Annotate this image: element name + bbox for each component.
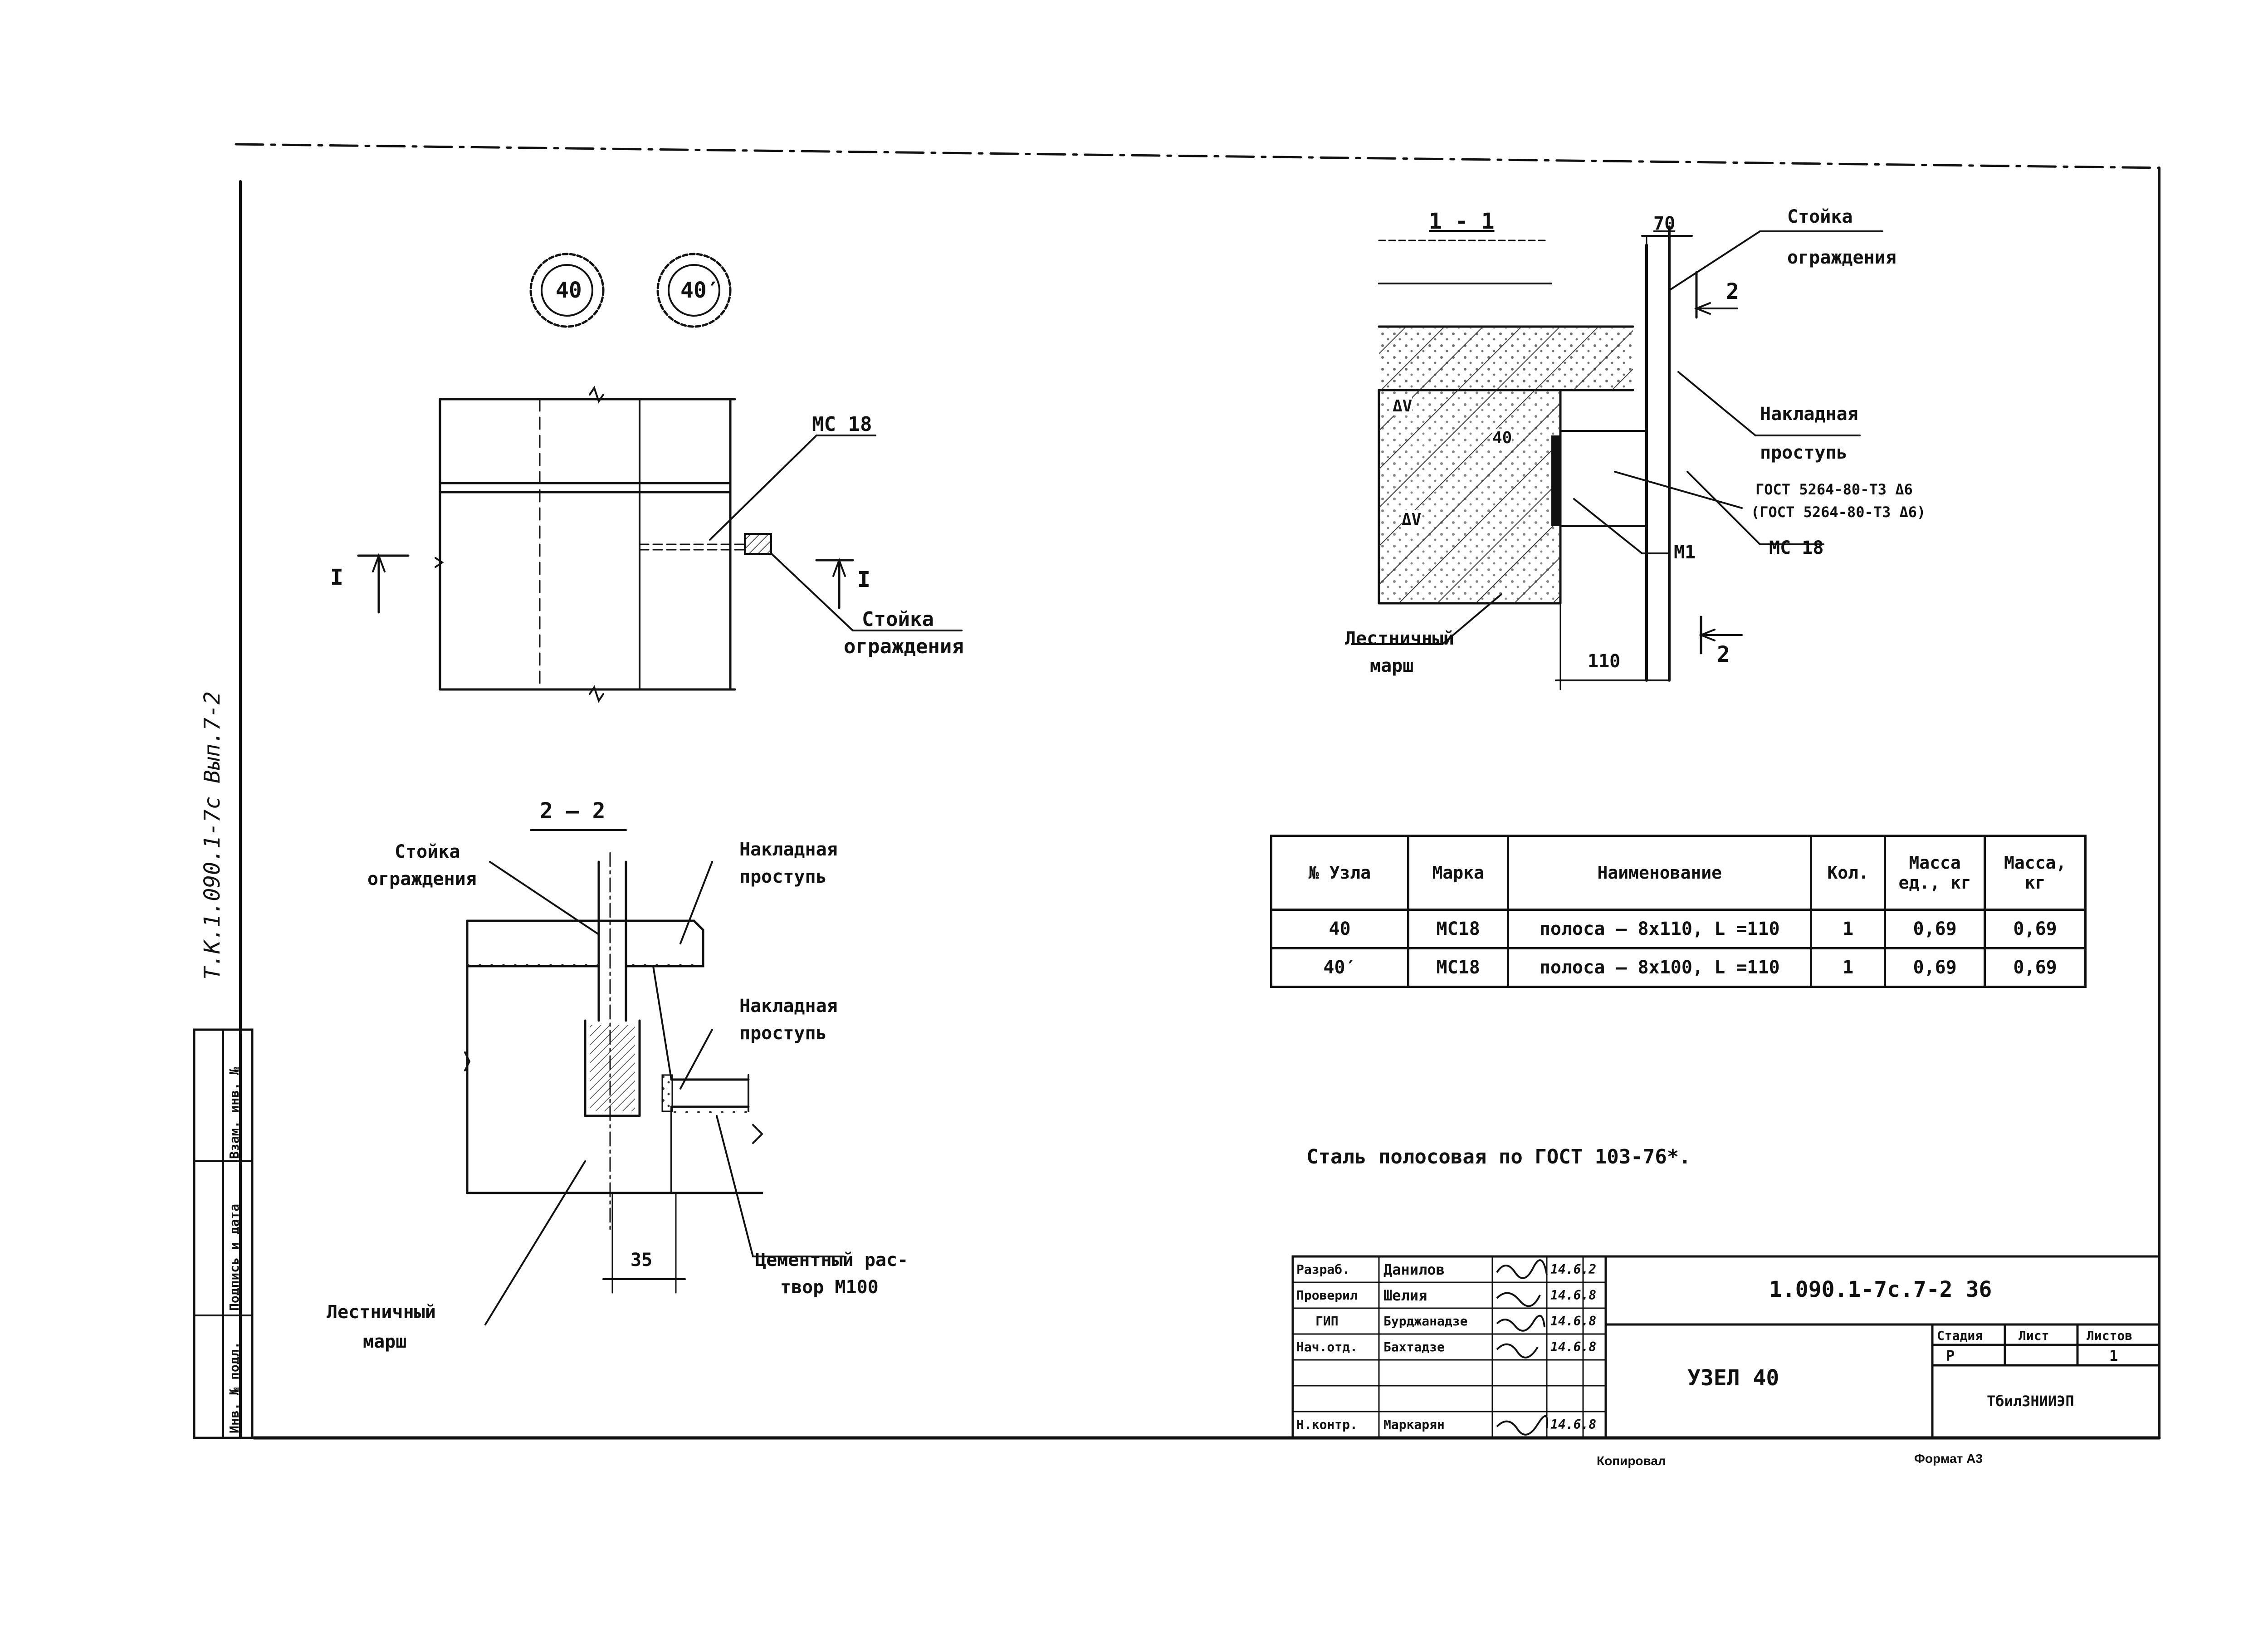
section-2-2-plate-top-1: Накладная (739, 839, 838, 860)
tb-format: Формат А3 (1914, 1452, 1983, 1466)
section-1-1-slab-mark-3: ΔV (1402, 510, 1422, 529)
signature-scribbles (1496, 1259, 1548, 1436)
table-row: 40 МС18 полоса – 8x110, L =110 1 0,69 0,… (1270, 909, 2087, 949)
spec-header-unit-mass: Масса ед., кг (1884, 835, 1986, 911)
node-mark-40: 40 (556, 278, 582, 303)
spec-cell: полоса – 8x100, L =110 (1507, 947, 1813, 988)
section-2-2-post-label-2: ограждения (367, 869, 477, 889)
tb-date: 14.6.8 (1550, 1288, 1597, 1303)
spec-cell: 40 (1270, 909, 1410, 949)
section-1-1-post-label-1: Стойка (1787, 206, 1853, 227)
section-2-2-mortar-2: твор М100 (780, 1277, 879, 1298)
tb-role: Проверил (1296, 1288, 1358, 1303)
section-1-1-dim-bottom: 110 (1588, 651, 1621, 672)
tb-name: Маркарян (1383, 1417, 1445, 1432)
tb-sheets-value: 1 (2109, 1347, 2118, 1364)
tb-copied-by: Копировал (1597, 1454, 1666, 1468)
section-2-2-mortar-1: Цементный рас- (755, 1250, 909, 1271)
tb-name: Бурджанадзе (1383, 1314, 1468, 1329)
tb-date: 14.6.8 (1550, 1417, 1597, 1432)
section-1-1-post-label-2: ограждения (1787, 247, 1897, 268)
spec-cell: МС18 (1407, 947, 1510, 988)
tb-role: Нач.отд. (1296, 1339, 1358, 1354)
spec-header-name: Наименование (1507, 835, 1813, 911)
spec-header-row: № Узла Марка Наименование Кол. Масса ед.… (1270, 835, 2087, 911)
section-2-2-title: 2 — 2 (540, 798, 606, 824)
section-1-1-slab-mark-1: ΔV (1393, 397, 1413, 415)
side-document-code: Т.К.1.090.1-7с Вып.7-2 (200, 691, 225, 980)
section-2-2-plate-top-2: проступь (739, 866, 827, 887)
plan-part-label: МС 18 (812, 413, 872, 436)
specification-table: № Узла Марка Наименование Кол. Масса ед.… (1270, 835, 2087, 988)
spec-cell: 1 (1810, 947, 1887, 988)
section-1-1-part-label: МС 18 (1769, 538, 1824, 558)
tb-date: 14.6.8 (1550, 1314, 1597, 1329)
spec-cell: 0,69 (1884, 947, 1986, 988)
section-2-2-stair-label-1: Лестничный (327, 1302, 436, 1323)
tb-stage-header: Стадия (1937, 1328, 1983, 1343)
side-stamp-signature: Подпись и дата (227, 1203, 242, 1311)
table-row: 40′ МС18 полоса – 8x100, L =110 1 0,69 0… (1270, 947, 2087, 988)
tb-sheets-header: Листов (2087, 1328, 2133, 1343)
section-2-2-post-label-1: Стойка (395, 841, 460, 862)
steel-note: Сталь полосовая по ГОСТ 103-76*. (1306, 1145, 1691, 1168)
section-1-1-dim-top: 70 (1653, 213, 1676, 234)
node-mark-40-prime: 40′ (680, 278, 720, 303)
tb-role: Н.контр. (1296, 1417, 1358, 1432)
section-1-1-gost-1: ГОСТ 5264-80-Т3 Δ6 (1755, 481, 1913, 498)
tb-name: Бахтадзе (1383, 1339, 1445, 1354)
spec-cell: полоса – 8x110, L =110 (1507, 909, 1813, 949)
section-1-1-stair-label-1: Лестничный (1345, 628, 1454, 649)
plan-post-label-2: ограждения (844, 635, 964, 658)
section-1-1-m1-label: М1 (1674, 542, 1696, 563)
tb-sheet-header: Лист (2019, 1328, 2049, 1343)
section-1-1-plate-label-2: проступь (1760, 442, 1848, 463)
spec-cell: 0,69 (1984, 947, 2087, 988)
spec-cell: МС18 (1407, 909, 1510, 949)
tb-sheet-title: УЗЕЛ 40 (1687, 1365, 1779, 1391)
spec-header-qty: Кол. (1810, 835, 1887, 911)
section-2-2-plate-mid-2: проступь (739, 1023, 827, 1044)
side-stamp-inventory: Инв. № подл. (227, 1341, 242, 1433)
section-2-2-plate-mid-1: Накладная (739, 996, 838, 1017)
spec-header-mark: Марка (1407, 835, 1510, 911)
section-2-2-dim: 35 (631, 1250, 653, 1271)
section-1-1-stair-label-2: марш (1370, 655, 1414, 676)
spec-cell: 0,69 (1984, 909, 2087, 949)
section-1-1-slab-mark-2: 40 (1492, 429, 1512, 447)
side-stamp-replacement: Взам. инв. № (227, 1067, 242, 1159)
section-1-1-marker-bottom: 2 (1717, 642, 1730, 667)
tb-stage-value: Р (1946, 1347, 1955, 1364)
tb-role: Разраб. (1296, 1262, 1350, 1277)
spec-header-mass: Масса, кг (1984, 835, 2087, 911)
tb-name: Шелия (1383, 1287, 1427, 1304)
plan-section-marker-left: I (330, 565, 343, 590)
spec-header-node: № Узла (1270, 835, 1410, 911)
tb-date: 14.6.8 (1550, 1339, 1597, 1354)
tb-role: ГИП (1315, 1314, 1339, 1329)
section-1-1-marker-top: 2 (1726, 279, 1739, 304)
plan-section-marker-right: I (857, 567, 870, 592)
spec-cell: 0,69 (1884, 909, 1986, 949)
section-1-1-plate-label-1: Накладная (1760, 404, 1858, 425)
spec-cell: 1 (1810, 909, 1887, 949)
tb-name: Данилов (1383, 1261, 1445, 1278)
spec-cell: 40′ (1270, 947, 1410, 988)
section-1-1-gost-2: (ГОСТ 5264-80-Т3 Δ6) (1751, 503, 1926, 521)
section-1-1-title: 1 - 1 (1429, 209, 1495, 234)
section-2-2-stair-label-2: марш (363, 1331, 407, 1352)
tb-organization: ТбилЗНИИЭП (1987, 1393, 2074, 1410)
tb-date: 14.6.2 (1550, 1262, 1597, 1277)
plan-post-label-1: Стойка (862, 608, 934, 631)
tb-document-code: 1.090.1-7с.7-2 36 (1769, 1277, 1992, 1302)
